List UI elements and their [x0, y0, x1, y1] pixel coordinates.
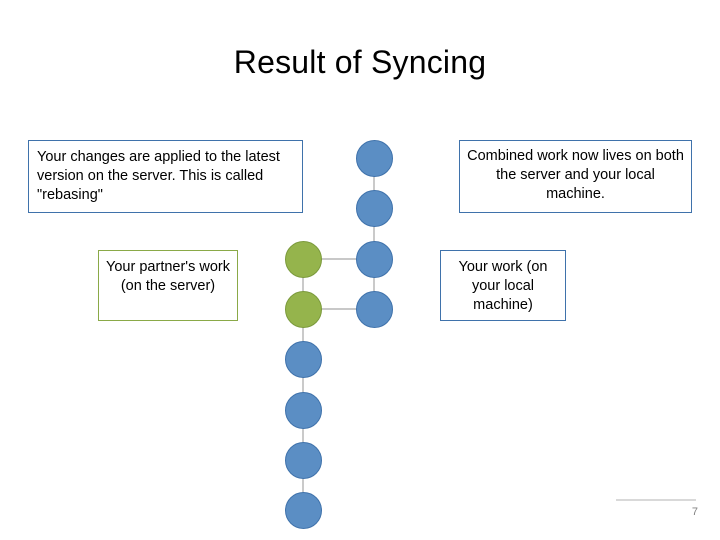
commit-node-n10 — [285, 492, 322, 529]
commit-node-n1 — [356, 140, 393, 177]
page-number: 7 — [691, 506, 698, 518]
commit-node-n4 — [356, 291, 393, 328]
commit-node-n8 — [285, 392, 322, 429]
commit-node-n6 — [285, 291, 322, 328]
commit-node-n2 — [356, 190, 393, 227]
commit-node-n7 — [285, 341, 322, 378]
commit-node-n9 — [285, 442, 322, 479]
page-title: Result of Syncing — [233, 44, 487, 80]
callout-partner-work: Your partner's work (on the server) — [98, 250, 238, 321]
commit-node-n5 — [285, 241, 322, 278]
callout-combined-work: Combined work now lives on both the serv… — [459, 140, 692, 213]
callout-rebasing: Your changes are applied to the latest v… — [28, 140, 303, 213]
commit-node-n3 — [356, 241, 393, 278]
footer-divider — [616, 499, 696, 501]
callout-your-work: Your work (on your local machine) — [440, 250, 566, 321]
